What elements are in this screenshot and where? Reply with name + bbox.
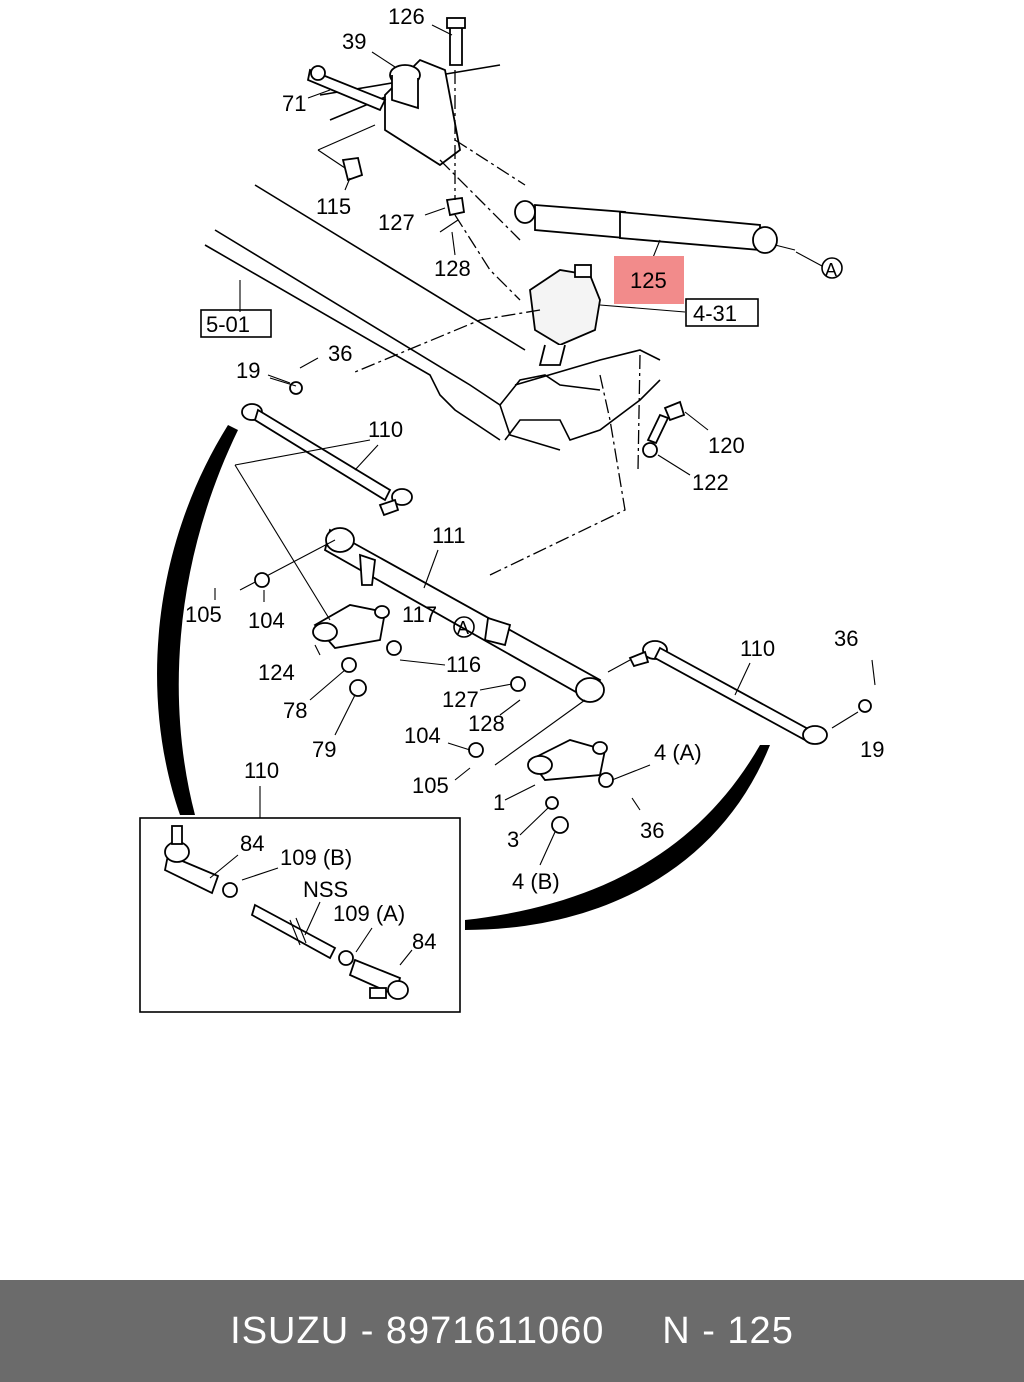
label-110-inset: 110 — [244, 758, 279, 783]
label-111: 111 — [432, 523, 465, 548]
part-number-footer: ISUZU - 8971611060 N - 125 — [0, 1280, 1024, 1382]
label-104-left: 104 — [248, 608, 285, 633]
upper-bracket-assembly — [306, 17, 526, 301]
reference-arc-lower — [465, 745, 770, 930]
label-124: 124 — [258, 660, 295, 685]
label-105-mid: 105 — [412, 773, 449, 798]
label-5-01: 5-01 — [206, 312, 250, 337]
circle-label-a-1: A — [825, 260, 837, 280]
label-nss: NSS — [303, 877, 348, 902]
label-36-bottom: 36 — [640, 818, 664, 843]
label-125: 125 — [630, 268, 667, 293]
inset-detail-box — [139, 786, 461, 1013]
label-110-right: 110 — [740, 636, 775, 661]
steering-linkage-diagram: 126 39 71 115 127 128 125 A 4-31 5-01 19… — [139, 4, 884, 1013]
right-bolts — [637, 354, 709, 476]
left-tie-rod — [241, 357, 413, 517]
reference-arc — [157, 425, 238, 815]
circle-a-2 — [453, 616, 475, 638]
footer-text: ISUZU - 8971611060 N - 125 — [230, 1309, 794, 1352]
right-tie-rod — [607, 640, 872, 745]
ref-box-431 — [685, 298, 759, 327]
label-110-left: 110 — [368, 417, 403, 442]
label-109b: 109 (B) — [280, 845, 352, 870]
label-120: 120 — [708, 433, 745, 458]
label-4a: 4 (A) — [654, 740, 702, 765]
label-127-mid: 127 — [442, 687, 479, 712]
label-128-mid: 128 — [468, 711, 505, 736]
label-109a: 109 (A) — [333, 901, 405, 926]
label-128-top: 128 — [434, 256, 471, 281]
label-126: 126 — [388, 4, 425, 29]
drag-link-assembly — [234, 439, 614, 834]
label-3: 3 — [507, 827, 519, 852]
label-36-right: 36 — [834, 626, 858, 651]
label-84-top: 84 — [240, 831, 264, 856]
circle-a-1 — [821, 257, 843, 279]
label-1: 1 — [493, 790, 505, 815]
label-19-right: 19 — [860, 737, 884, 762]
label-78: 78 — [283, 698, 307, 723]
label-122: 122 — [692, 470, 729, 495]
label-71: 71 — [282, 91, 306, 116]
highlight-box-125 — [614, 256, 684, 304]
label-19-left: 19 — [236, 358, 260, 383]
label-115: 115 — [316, 194, 351, 219]
ref-box-501 — [200, 309, 272, 338]
label-105-left: 105 — [185, 602, 222, 627]
label-104-mid: 104 — [404, 723, 441, 748]
steering-gearbox — [354, 264, 686, 576]
label-117: 117 — [402, 602, 437, 627]
label-4-31: 4-31 — [693, 301, 737, 326]
circle-label-a-2: A — [457, 618, 469, 638]
power-cylinder — [514, 200, 823, 267]
label-116: 116 — [446, 652, 481, 677]
part-labels: 126 39 71 115 127 128 125 A 4-31 5-01 19… — [185, 4, 884, 954]
label-39: 39 — [342, 29, 366, 54]
leader-lines — [214, 24, 876, 866]
label-127-top: 127 — [378, 210, 415, 235]
label-79: 79 — [312, 737, 336, 762]
label-4b: 4 (B) — [512, 869, 560, 894]
label-36-top: 36 — [328, 341, 352, 366]
label-84-bottom: 84 — [412, 929, 436, 954]
